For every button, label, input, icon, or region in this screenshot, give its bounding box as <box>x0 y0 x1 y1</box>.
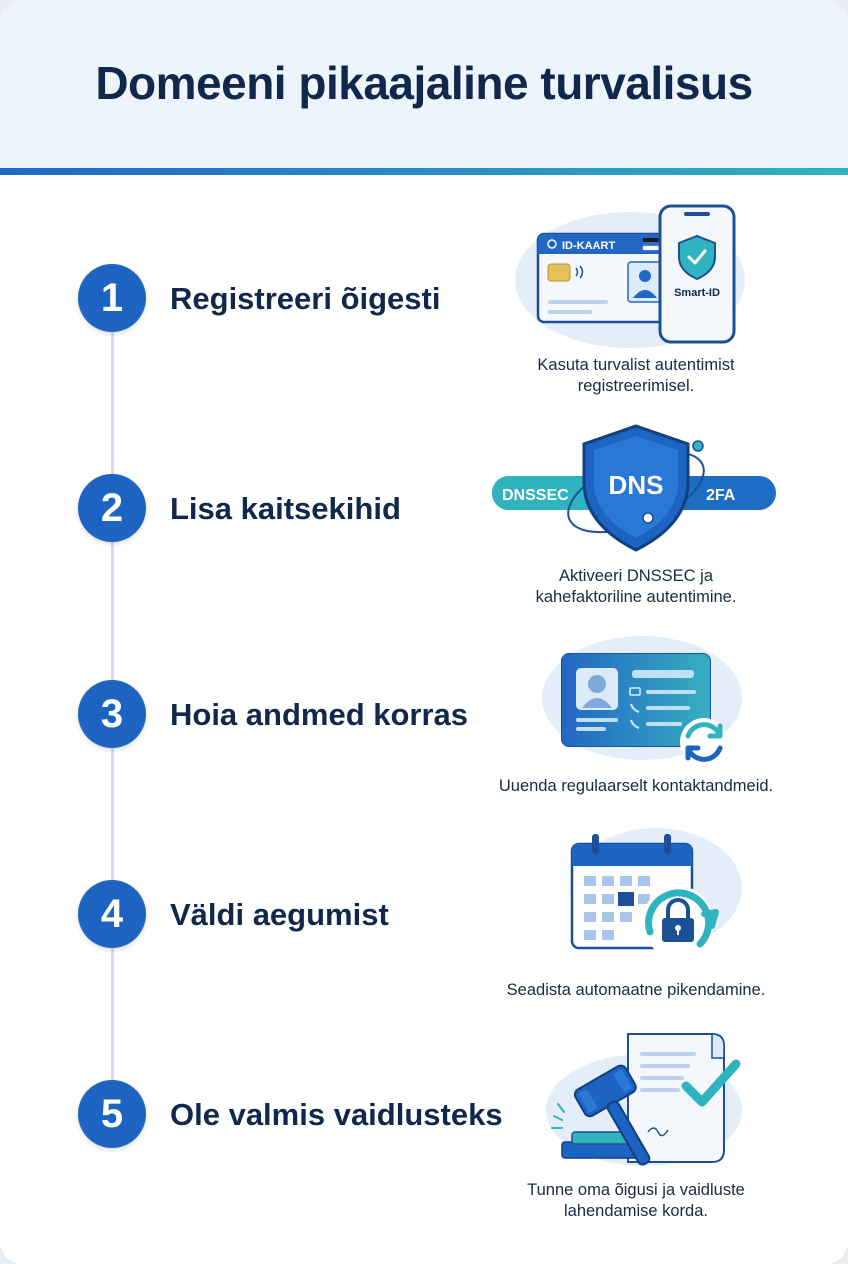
step-2-caption: Aktiveeri DNSSEC ja kahefaktoriline aute… <box>535 567 737 606</box>
step-3-caption: Uuenda regulaarselt kontaktandmeid. <box>498 777 774 795</box>
page-title: Domeeni pikaajaline turvalisus <box>95 57 753 109</box>
step-4-title: Väldi aegumist <box>170 897 389 932</box>
id-card-label: ID-KAART <box>562 240 615 252</box>
step-1-caption: Kasuta turvalist autentimist registreeri… <box>537 356 735 395</box>
calendar-lock-icon <box>570 828 742 958</box>
step-5-title: Ole valmis vaidlusteks <box>170 1097 503 1132</box>
step-5-caption: Tunne oma õigusi ja vaidluste lahendamis… <box>527 1181 745 1220</box>
step-4-caption: Seadista automaatne pikendamine. <box>506 981 766 999</box>
dns-shield-icon: DNSSEC 2FA DNS <box>492 424 776 552</box>
step-5-number: 5 <box>78 1080 146 1148</box>
step-2-number: 2 <box>78 474 146 542</box>
step-1-title: Registreeri õigesti <box>170 281 441 316</box>
gavel-document-icon <box>546 1033 742 1166</box>
step-3-number: 3 <box>78 680 146 748</box>
dnssec-label: DNSSEC <box>502 487 569 504</box>
contact-card-refresh-icon <box>542 636 742 766</box>
dns-label: DNS <box>609 470 664 500</box>
step-3-title: Hoia andmed korras <box>170 697 469 732</box>
header: Domeeni pikaajaline turvalisus <box>0 0 848 168</box>
twofa-label: 2FA <box>706 487 736 504</box>
step-1-number: 1 <box>78 264 146 332</box>
id-card-smart-id-icon: ID-KAART Smart-ID <box>515 204 745 348</box>
smart-id-label: Smart-ID <box>674 287 720 299</box>
step-2-title: Lisa kaitsekihid <box>170 491 401 526</box>
header-divider <box>0 168 848 175</box>
step-4-number: 4 <box>78 880 146 948</box>
